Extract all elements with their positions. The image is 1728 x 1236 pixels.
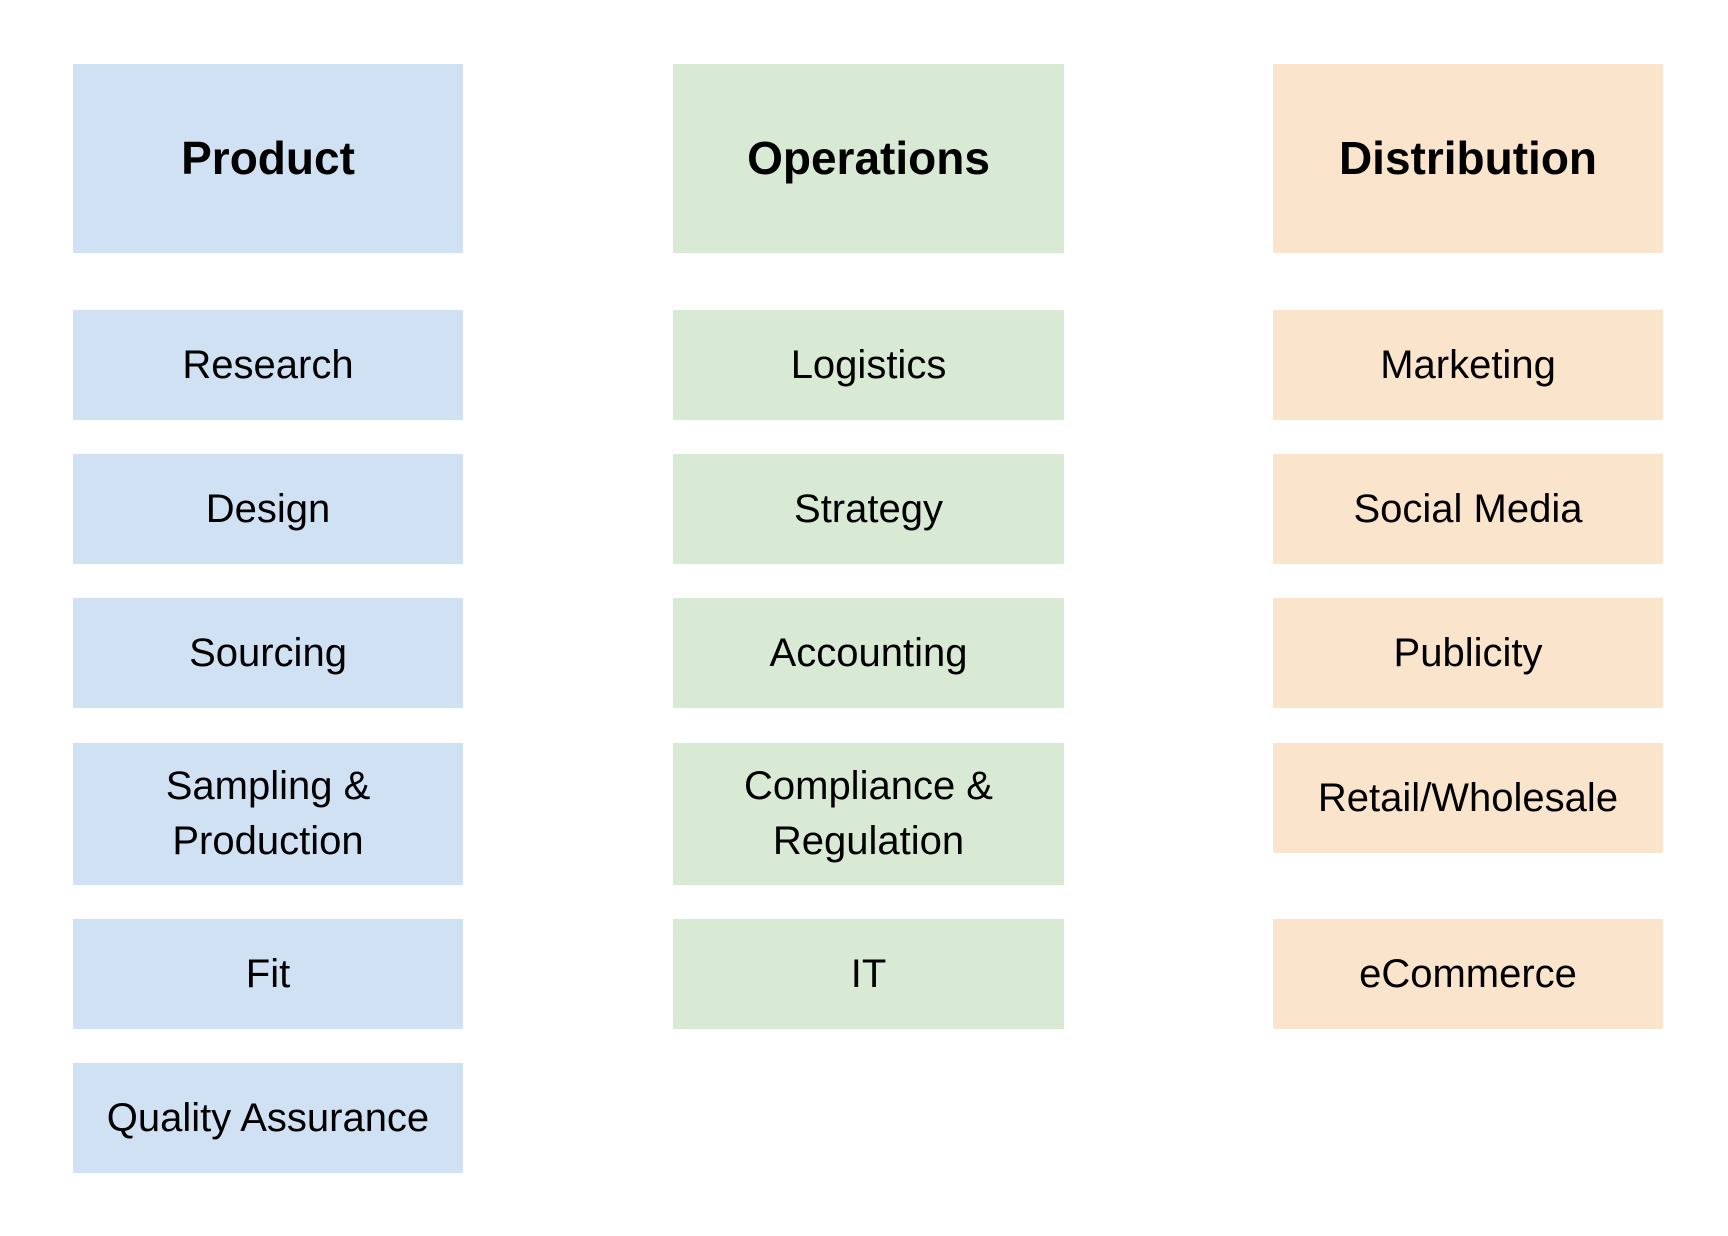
product-item-sampling-production: Sampling & Production [73,743,463,885]
operations-item-strategy: Strategy [673,454,1064,564]
distribution-item-marketing: Marketing [1273,310,1663,420]
product-item-sourcing: Sourcing [73,598,463,708]
product-item-quality-assurance: Quality Assurance [73,1063,463,1173]
distribution-item-social-media: Social Media [1273,454,1663,564]
operations-item-accounting: Accounting [673,598,1064,708]
operations-item-logistics: Logistics [673,310,1064,420]
product-item-fit: Fit [73,919,463,1029]
operations-header: Operations [673,64,1064,253]
product-header: Product [73,64,463,253]
operations-item-compliance-regulation: Compliance & Regulation [673,743,1064,885]
product-item-design: Design [73,454,463,564]
distribution-header: Distribution [1273,64,1663,253]
product-item-research: Research [73,310,463,420]
distribution-item-publicity: Publicity [1273,598,1663,708]
operations-item-it: IT [673,919,1064,1029]
distribution-item-ecommerce: eCommerce [1273,919,1663,1029]
distribution-item-retail-wholesale: Retail/Wholesale [1273,743,1663,853]
